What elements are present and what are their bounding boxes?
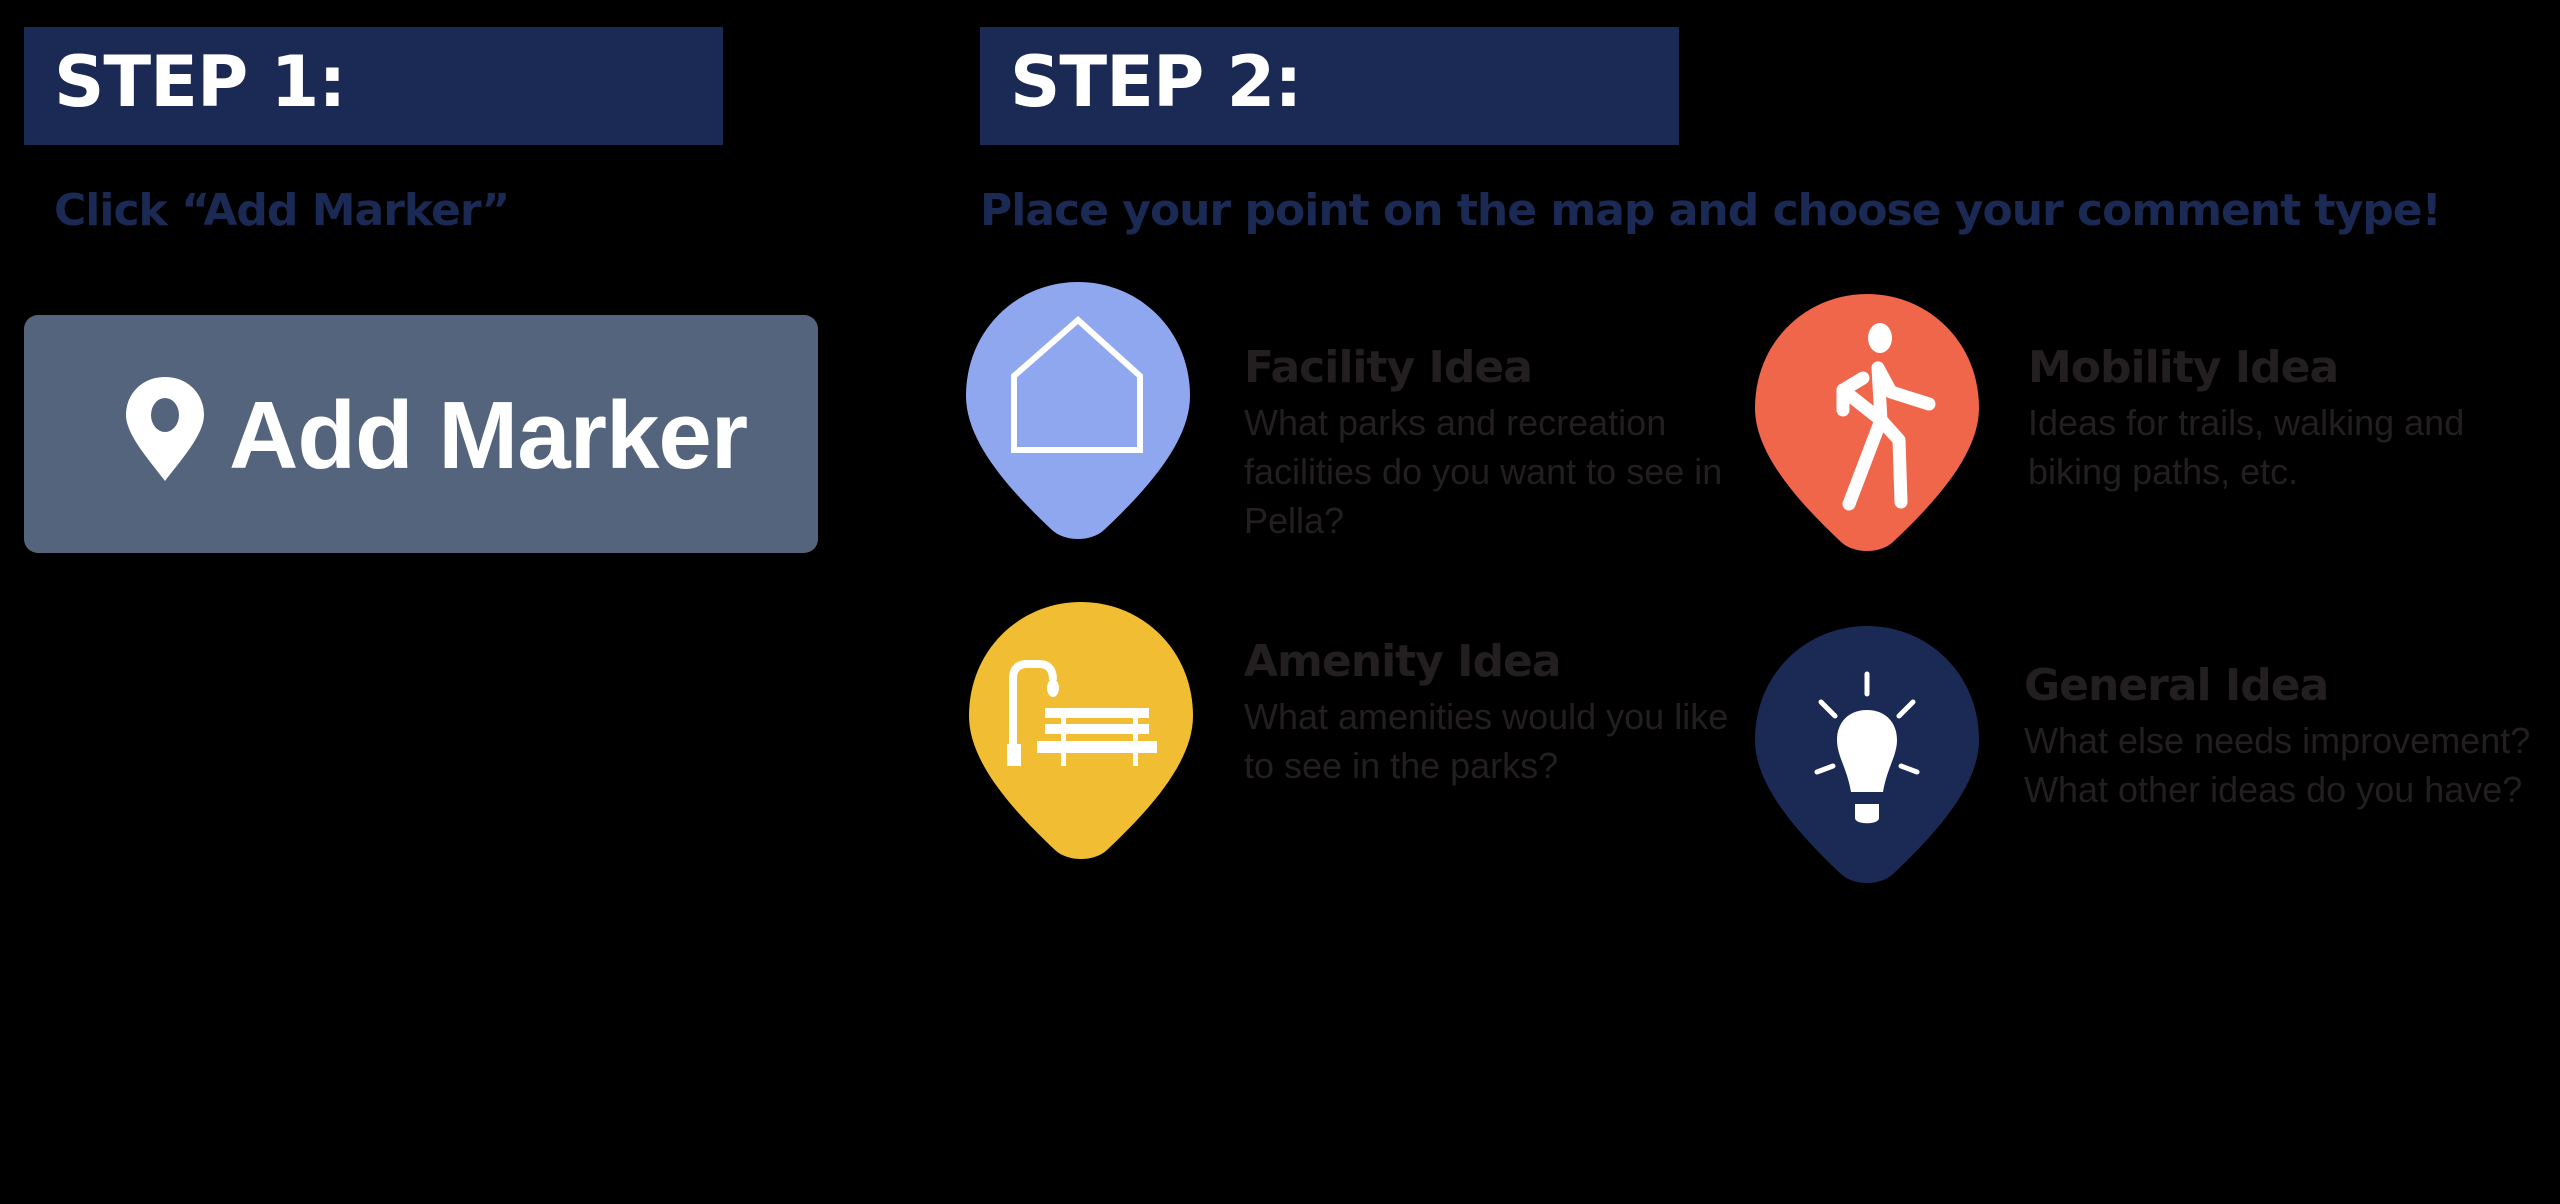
step-2-heading: STEP 2: [1010, 41, 1302, 123]
map-pin-icon [126, 377, 204, 481]
lightbulb-icon [1814, 671, 1920, 824]
amenity-pin [969, 602, 1193, 859]
walking-person-icon [1836, 323, 1936, 511]
mobility-title: Mobility Idea [2028, 342, 2339, 393]
amenity-title: Amenity Idea [1244, 636, 1562, 687]
house-icon [1011, 315, 1143, 453]
facility-description: What parks and recreation facilities do … [1244, 402, 1723, 541]
step-1-instruction: Click “Add Marker” [54, 185, 510, 236]
step-1-heading: STEP 1: [54, 41, 346, 123]
mobility-description: Ideas for trails, walking and biking pat… [2028, 402, 2465, 492]
step-2-instruction: Place your point on the map and choose y… [980, 185, 2442, 236]
mobility-pin [1755, 294, 1979, 551]
facility-title: Facility Idea [1244, 342, 1533, 393]
add-marker-button[interactable]: Add Marker [24, 315, 818, 553]
amenity-description: What amenities would you like to see in … [1244, 696, 1729, 786]
step-2-banner: STEP 2: [980, 27, 1679, 145]
general-description: What else needs improvement? What other … [2024, 720, 2531, 810]
general-title: General Idea [2024, 660, 2329, 711]
step-1-banner: STEP 1: [24, 27, 723, 145]
park-bench-icon [1007, 660, 1157, 766]
add-marker-label: Add Marker [229, 382, 748, 489]
facility-pin [966, 282, 1190, 539]
general-pin [1755, 626, 1979, 883]
